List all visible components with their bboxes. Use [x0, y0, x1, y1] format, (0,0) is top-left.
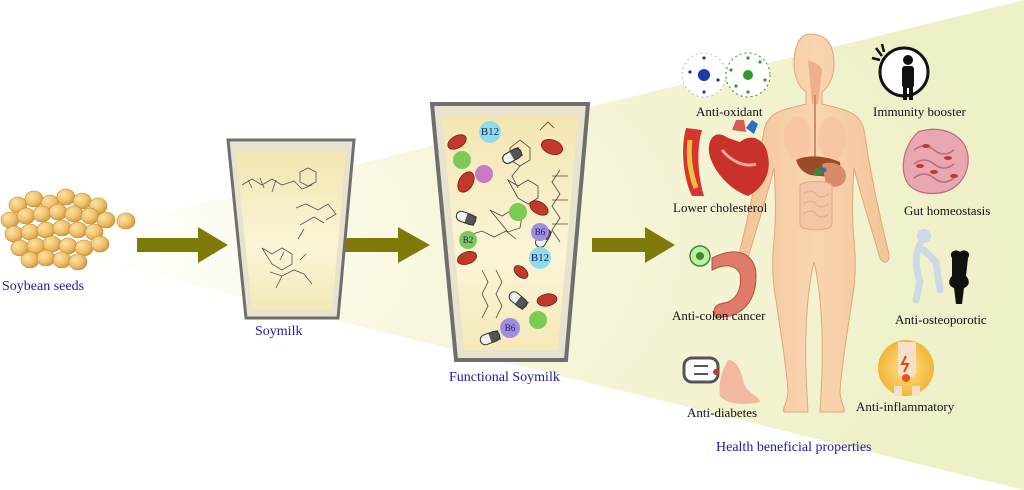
soybean	[52, 219, 72, 237]
vitamin-b12-label: B12	[481, 126, 499, 138]
soybean	[68, 253, 88, 271]
soybean	[64, 205, 84, 223]
diabetes-icon	[682, 356, 760, 404]
anti-inflammatory-label: Anti-inflammatory	[856, 399, 955, 414]
soybean	[20, 251, 40, 269]
immunity-booster-label: Immunity booster	[873, 104, 966, 119]
lower-cholesterol-label: Lower cholesterol	[673, 200, 768, 215]
soybean	[116, 212, 136, 230]
anti-oxidant-label: Anti-oxidant	[696, 104, 763, 119]
arrow-3	[592, 227, 675, 263]
arrow-1	[137, 227, 228, 263]
osteoporosis-icon	[912, 229, 970, 304]
human-body-figure	[738, 33, 890, 413]
soymilk-glass	[226, 138, 356, 320]
soybean	[16, 207, 36, 225]
soybean	[32, 205, 52, 223]
colon-cancer-icon	[689, 245, 757, 319]
gut-homeostasis-icon	[902, 128, 969, 195]
soybean	[42, 235, 62, 253]
soybean	[36, 221, 56, 239]
soybean	[48, 203, 68, 221]
soybean	[52, 251, 72, 269]
immunity-shield-icon	[871, 43, 930, 100]
vitamin-b12-label-2: B12	[531, 252, 549, 264]
health-properties-label: Health beneficial properties	[716, 440, 872, 455]
inflammation-icon	[878, 340, 934, 396]
soymilk-label: Soymilk	[255, 324, 303, 339]
vitamin-b6-label-2: B6	[505, 323, 516, 333]
soybean	[80, 207, 100, 225]
gut-homeostasis-label: Gut homeostasis	[904, 203, 991, 218]
soybean	[24, 190, 44, 208]
soybean-pile	[0, 188, 136, 271]
soybean	[90, 235, 110, 253]
soybean	[96, 211, 116, 229]
vitamin-b6-label: B6	[535, 227, 546, 237]
soybean	[56, 188, 76, 206]
soybean-seeds-label: Soybean seeds	[2, 279, 85, 294]
anti-oxidant-icon	[681, 52, 771, 98]
soybean	[36, 249, 56, 267]
anti-diabetes-label: Anti-diabetes	[687, 405, 758, 420]
soybean	[74, 239, 94, 257]
soybean	[20, 223, 40, 241]
vitamin-b2-label: B2	[463, 235, 474, 245]
anti-colon-cancer-label: Anti-colon cancer	[672, 308, 766, 323]
functional-soymilk-label: Functional Soymilk	[449, 370, 560, 385]
soybean	[68, 221, 88, 239]
arrow-2	[343, 227, 430, 263]
anti-osteoporotic-label: Anti-osteoporotic	[895, 312, 987, 327]
soybean	[0, 211, 20, 229]
functional-soymilk-glass: B12 B2 B12 B6 B6	[429, 102, 591, 362]
soybean	[4, 225, 24, 243]
heart-cholesterol-icon	[683, 120, 769, 196]
soybean	[58, 237, 78, 255]
